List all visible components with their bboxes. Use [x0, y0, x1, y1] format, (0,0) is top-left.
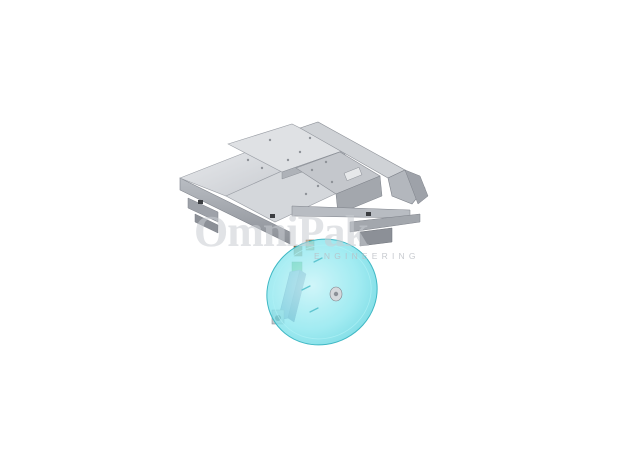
hub-center: [333, 291, 339, 297]
right-frame-side: [404, 169, 429, 205]
drive-assembly: [266, 238, 378, 346]
fastener: [366, 212, 371, 216]
fastener: [198, 200, 203, 204]
left-side-rail: [179, 177, 291, 245]
left-guide-rail-b: [194, 213, 219, 234]
plate-holes: [246, 136, 334, 196]
rail-bracket: [359, 227, 393, 247]
right-lower-rail: [349, 213, 421, 233]
cyan-disc: [266, 238, 378, 346]
watermark-logo: OmniPak: [194, 207, 369, 256]
watermark: OmniPak ENGINEERING: [194, 207, 420, 261]
left-guide-rail-a: [187, 197, 219, 223]
disc-inner-rim: [272, 244, 372, 340]
fastener: [270, 214, 275, 218]
watermark-tagline: ENGINEERING: [314, 251, 420, 261]
disc-slots: [301, 257, 323, 313]
center-block: [343, 166, 363, 182]
carriage-assembly: [179, 121, 429, 247]
